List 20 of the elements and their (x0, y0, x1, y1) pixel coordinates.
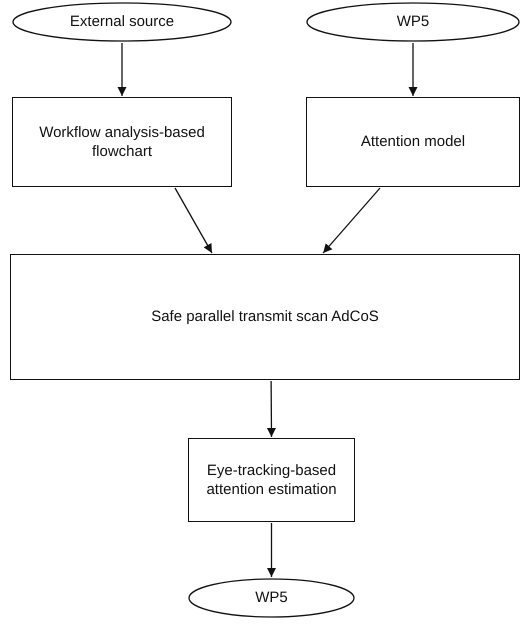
arrow (267, 523, 276, 577)
process-box (188, 438, 355, 522)
arrow (118, 43, 126, 96)
node-label: Safe parallel transmit scan AdCoS (150, 307, 380, 327)
node-label: Attention model (360, 132, 466, 152)
process-box (10, 254, 520, 380)
terminal-ellipse (306, 2, 520, 42)
node-label: External source (68, 12, 176, 32)
node-label: WP5 (396, 12, 430, 32)
process-box (12, 97, 232, 187)
node-label: Eye-tracking-based attention estimation (205, 460, 338, 500)
arrow (174, 188, 213, 254)
node-label: Workflow analysis-based flowchart (38, 122, 206, 162)
node-label: WP5 (254, 588, 289, 608)
arrow (322, 188, 381, 254)
arrow (408, 43, 418, 96)
terminal-ellipse (12, 2, 232, 42)
terminal-ellipse (188, 578, 355, 618)
process-box (306, 97, 520, 187)
arrow (266, 381, 276, 437)
